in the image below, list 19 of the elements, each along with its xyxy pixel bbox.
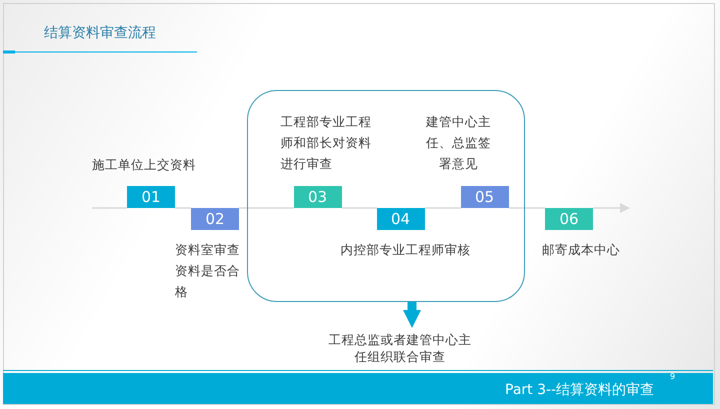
group-frame (247, 90, 525, 302)
timeline-arrow (593, 203, 630, 213)
footer-title: Part 3--结算资料的审查 (505, 381, 654, 399)
timeline-line (342, 207, 377, 209)
timeline-line (92, 207, 127, 209)
step-description: 建管中心主任、总监签署意见 (425, 112, 492, 172)
timeline-line (175, 207, 191, 209)
step-description: 内控部专业工程师审核 (340, 240, 472, 258)
slide-title: 结算资料审查流程 (44, 24, 156, 42)
step-description: 资料室审查资料是否合格 (175, 241, 241, 301)
step-description: 工程部专业工程师和部长对资料进行审查 (280, 112, 372, 172)
step-description: 邮寄成本中心 (542, 241, 621, 259)
block-arrow (403, 302, 421, 328)
result-text: 工程总监或者建管中心主任组织联合审查 (328, 331, 472, 367)
timeline-line (425, 207, 461, 209)
timeline-line (509, 207, 545, 209)
page-number: 9 (670, 372, 676, 381)
step-description: 施工单位上交资料 (92, 156, 197, 174)
timeline-line (239, 207, 294, 209)
